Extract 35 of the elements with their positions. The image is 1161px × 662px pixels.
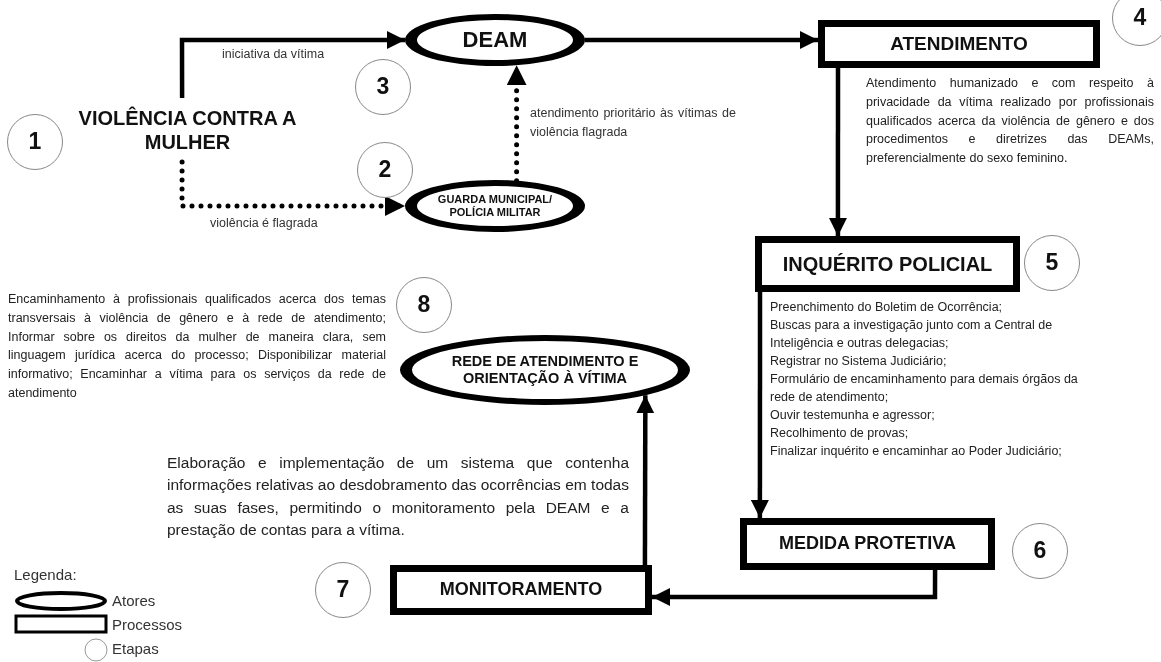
process-box: MEDIDA PROTETIVA xyxy=(740,518,995,570)
process-box: MONITORAMENTO xyxy=(390,565,652,615)
start-text: VIOLÊNCIA CONTRA A MULHER xyxy=(70,98,305,162)
legend-title: Legenda: xyxy=(14,566,77,583)
arrow xyxy=(179,31,405,98)
description-text: Preenchimento do Boletim de Ocorrência; xyxy=(770,299,1004,316)
step-number-circle: 2 xyxy=(357,142,413,198)
description-text: Finalizar inquérito e encaminhar ao Poder Judiciário; xyxy=(770,443,1063,460)
process-box: ATENDIMENTO xyxy=(818,20,1100,68)
step-number-circle: 5 xyxy=(1024,235,1080,291)
step-number-circle: 7 xyxy=(315,562,371,618)
description-text: Formulário de encaminhamento para demais órgãos da rede de atendimento; xyxy=(770,371,1079,407)
description-text: Ouvir testemunha e agressor; xyxy=(770,407,936,424)
step-number-circle: 6 xyxy=(1012,523,1068,579)
description-text: Atendimento humanizado e com respeito à privacidade da vítima realizado por profissionais qualificados acerca da violência de gênero e dos procedimentos e diretrizes das DEAMs, preferencialmente do sexo feminino. xyxy=(866,75,1154,167)
process-box: INQUÉRITO POLICIAL xyxy=(755,236,1020,292)
step-number-circle: 8 xyxy=(396,277,452,333)
arrow xyxy=(828,68,847,236)
arrow xyxy=(750,292,769,518)
description-text: Buscas para a investigação junto com a Central de Inteligência e outras delegacias; xyxy=(770,317,1054,353)
step-number-circle: 4 xyxy=(1112,0,1161,46)
legend-label: Atores xyxy=(112,592,156,609)
description-text: Recolhimento de provas; xyxy=(770,425,910,442)
description-text: Encaminhamento à profissionais qualificados acerca dos temas transversais à violência de gênero e à rede de atendimento; Informar sobre os direitos da mulher de maneira clara, sem linguagem jurídica acerca do processo; Disponibilizar material informativo; Encaminhar a vítima para os serviços da rede de atendimento xyxy=(8,291,386,402)
legend-label: Processos xyxy=(112,616,183,633)
step-number-circle: 1 xyxy=(7,114,63,170)
actor-ellipse: GUARDA MUNICIPAL/ POLÍCIA MILITAR xyxy=(405,180,585,232)
arrow xyxy=(585,31,818,49)
actor-ellipse: DEAM xyxy=(405,14,585,66)
description-text: Elaboração e implementação de um sistema que contenha informações relativas ao desdobramento das ocorrências em todas as suas fases, permitindo o monitoramento pela DEAM e a prestação de contas para a vítima. xyxy=(167,453,629,541)
description-text: Registrar no Sistema Judiciário; xyxy=(770,353,948,370)
arrow xyxy=(652,570,938,606)
legend-label: Etapas xyxy=(112,640,159,657)
actor-ellipse: REDE DE ATENDIMENTO E ORIENTAÇÃO À VÍTIMA xyxy=(400,335,690,405)
step-number-circle: 3 xyxy=(355,59,411,115)
